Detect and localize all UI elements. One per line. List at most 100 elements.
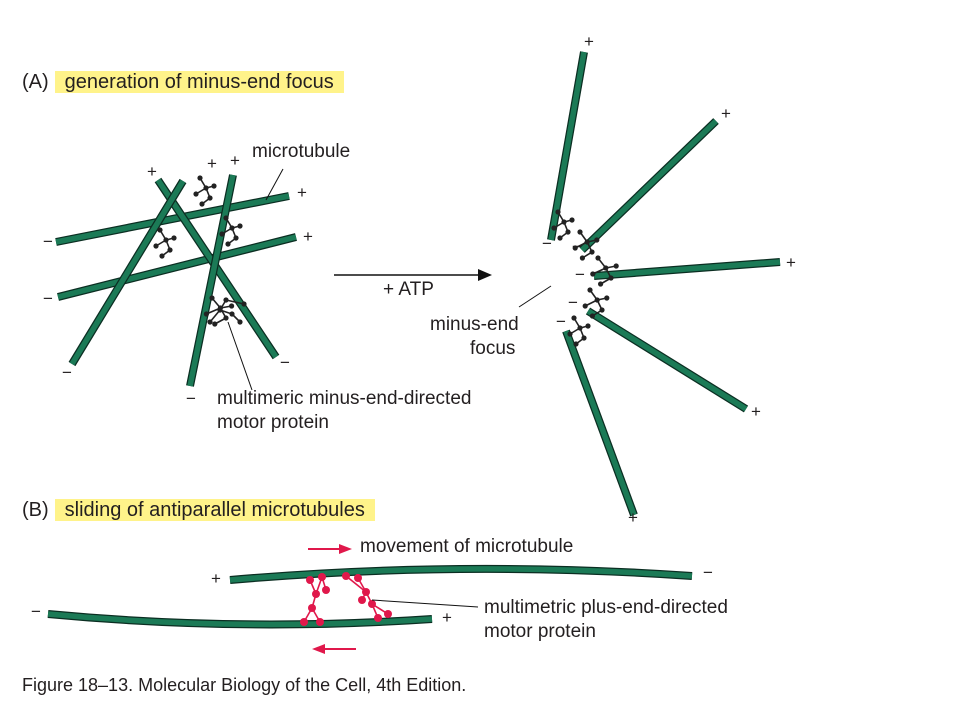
motor-head — [613, 263, 619, 269]
minus-motor-label-line1: multimeric minus-end-directed — [217, 388, 472, 409]
motor-head — [589, 313, 596, 319]
microtubule — [579, 118, 719, 253]
minus-sign: − — [43, 232, 53, 251]
atp-label: + ATP — [383, 279, 434, 300]
motor-head — [603, 265, 609, 271]
microtubule-body — [69, 179, 186, 366]
focus-label-line1: minus-end — [430, 314, 519, 335]
panel-b-letter: (B) — [22, 499, 49, 521]
plus-sign: + — [786, 253, 796, 272]
plus-sign: + — [442, 608, 452, 627]
microtubule — [585, 307, 749, 413]
plus-sign: + — [584, 32, 594, 51]
microtubule-body — [586, 308, 748, 412]
microtubule-body — [593, 259, 781, 279]
motor-head — [223, 297, 229, 303]
motor-head — [167, 247, 173, 253]
microtubule — [593, 258, 781, 280]
motor-head — [374, 614, 382, 622]
microtubule — [186, 174, 237, 387]
minus-sign: − — [280, 353, 290, 372]
microtubule-body — [47, 611, 433, 628]
motor-head — [567, 331, 573, 337]
motor-head — [368, 600, 376, 608]
minus-sign: − — [43, 289, 53, 308]
focus-leader-line — [518, 285, 552, 308]
motor-head — [217, 307, 223, 313]
motor-head — [300, 618, 308, 626]
movement-label: movement of microtubule — [360, 536, 574, 557]
plus-sign: + — [751, 402, 761, 421]
plus-sign: + — [297, 183, 307, 202]
focus-label-line2: focus — [470, 338, 516, 359]
motor-linker — [345, 575, 367, 593]
microtubule — [229, 564, 693, 584]
minus-sign: − — [575, 265, 585, 284]
motor-head — [318, 573, 326, 581]
motor-protein — [300, 573, 330, 626]
motor-head — [608, 275, 614, 281]
microtubule-body — [563, 330, 637, 516]
motor-head — [598, 281, 604, 287]
motor-protein — [153, 227, 177, 259]
motor-head — [223, 315, 229, 321]
motor-head — [209, 295, 215, 301]
motor-head — [582, 303, 588, 309]
minus-sign: − — [572, 237, 582, 256]
minus-sign: − — [568, 293, 578, 312]
motor-head — [316, 618, 324, 626]
motor-head — [584, 239, 590, 245]
panel-a-title: generation of minus-end focus — [54, 71, 344, 93]
motor-head — [203, 311, 209, 317]
minus-sign: − — [542, 234, 552, 253]
motor-head — [585, 323, 591, 329]
motor-protein — [342, 572, 392, 622]
panel-b-title: sliding of antiparallel microtubules — [54, 499, 375, 521]
minus-sign: − — [186, 389, 196, 408]
microtubule-body — [548, 51, 587, 241]
motor-head — [163, 237, 169, 243]
plus-sign: + — [147, 162, 157, 181]
motor-head — [587, 287, 593, 293]
panel-a-header: (A)generation of minus-end focus — [22, 68, 344, 96]
microtubule — [547, 51, 588, 241]
figure-caption: Figure 18–13. Molecular Biology of the C… — [22, 675, 467, 695]
motor-head — [565, 229, 571, 235]
motor-head — [229, 303, 235, 309]
movement-arrow-bottom-head — [312, 644, 325, 654]
microtubule — [68, 178, 187, 367]
motor-head — [589, 249, 595, 255]
microtubule-leader-line — [265, 168, 284, 201]
microtubule — [47, 610, 433, 629]
motor-head — [241, 301, 247, 307]
minus-sign: − — [62, 363, 72, 382]
motor-head — [604, 295, 610, 301]
panel-a-letter: (A) — [22, 71, 49, 93]
motor-head — [225, 241, 231, 247]
motor-leader-line — [227, 321, 253, 391]
motor-linker — [209, 309, 221, 323]
motor-head — [579, 255, 586, 261]
minus-sign: − — [31, 602, 41, 621]
motor-head — [159, 253, 165, 259]
microtubule-body — [57, 234, 297, 300]
motor-head — [219, 231, 225, 237]
motor-head — [207, 319, 213, 325]
motor-head — [203, 185, 209, 191]
microtubule — [57, 233, 297, 301]
minus-sign: − — [703, 563, 713, 582]
microtubule — [562, 329, 638, 517]
motor-head — [207, 195, 213, 201]
plus-sign: + — [303, 227, 313, 246]
motor-head — [594, 237, 600, 243]
motor-head — [153, 243, 159, 249]
microtubule-label: microtubule — [252, 141, 351, 162]
microtubule-body — [580, 119, 718, 252]
motor-head — [354, 574, 362, 582]
motor-protein — [551, 209, 575, 241]
motor-protein — [572, 229, 600, 261]
motor-head — [577, 229, 583, 235]
minus-sign: − — [556, 312, 566, 331]
motor-head — [358, 596, 366, 604]
